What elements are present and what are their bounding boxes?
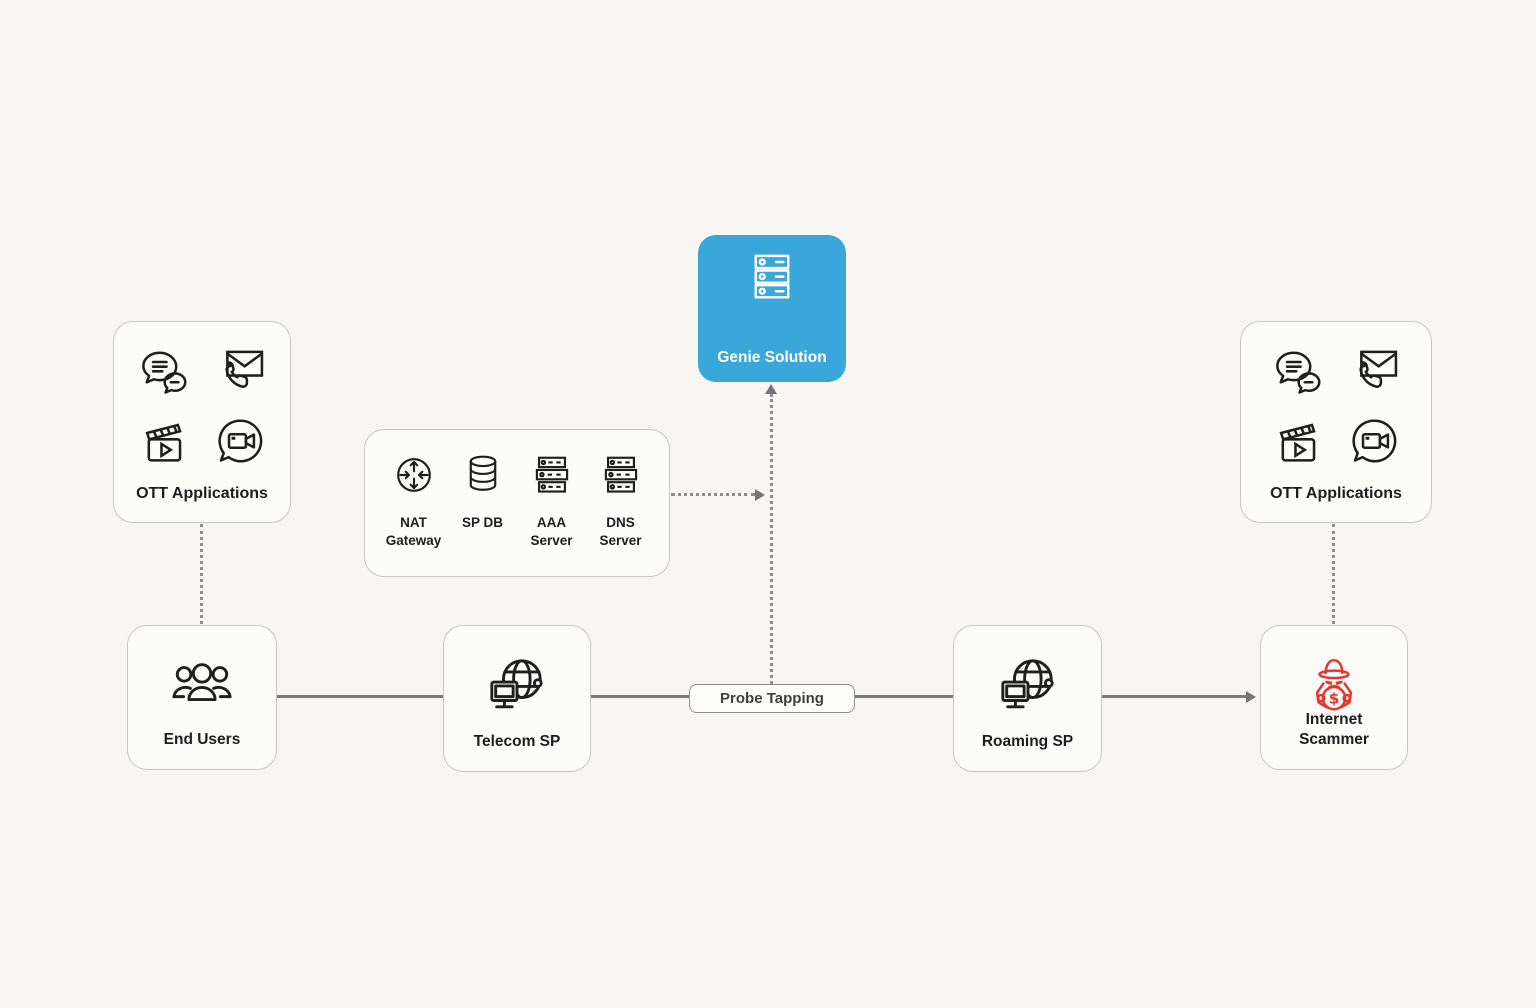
server-stack-icon — [754, 254, 790, 299]
connector-core-to-probe-line — [671, 493, 755, 496]
node-ott-applications-left: OTT Applications — [113, 321, 291, 523]
core-item-label: AAA Server — [530, 515, 573, 548]
node-label: Internet Scammer — [1299, 711, 1369, 748]
core-item-nat-gateway: NAT Gateway — [379, 452, 448, 549]
phone-mail-icon — [225, 350, 264, 388]
node-label: OTT Applications — [1270, 485, 1402, 502]
phone-mail-icon — [1359, 350, 1398, 388]
node-telecom-sp: Telecom SP — [443, 625, 591, 772]
probe-tapping-text: Probe Tapping — [720, 690, 824, 707]
video-call-icon — [1352, 419, 1397, 463]
core-item-dns-server: DNS Server — [586, 452, 655, 549]
connector-endusers-to-telecom — [277, 695, 443, 698]
connector-ott-right-to-scammer — [1332, 524, 1335, 624]
core-item-aaa-server: AAA Server — [517, 452, 586, 549]
node-roaming-sp: Roaming SP — [953, 625, 1102, 772]
chat-bubbles-icon — [1276, 351, 1321, 394]
video-call-icon — [218, 419, 263, 463]
probe-tapping-label: Probe Tapping — [689, 684, 855, 713]
connector-ott-left-to-endusers — [200, 524, 203, 624]
core-item-label: NAT Gateway — [385, 515, 442, 548]
node-label: Roaming SP — [981, 732, 1074, 750]
core-item-label: DNS Server — [599, 515, 642, 548]
connector-probe-to-genie — [770, 394, 773, 684]
core-item-sp-db: SP DB — [448, 452, 517, 532]
node-core-network-group: NAT Gateway SP DB — [364, 429, 670, 577]
ott-icon-grid — [137, 346, 267, 468]
clapperboard-icon — [145, 423, 182, 462]
users-group-icon — [172, 663, 232, 701]
node-label: Telecom SP — [473, 732, 561, 750]
globe-network-icon — [1000, 659, 1054, 709]
core-item-label: SP DB — [461, 515, 503, 530]
arrowhead-into-scammer — [1246, 691, 1256, 703]
node-label: Genie Solution — [717, 348, 827, 366]
node-genie-solution: Genie Solution — [698, 235, 846, 382]
node-label: OTT Applications — [136, 485, 268, 502]
node-end-users: End Users — [127, 625, 277, 770]
arrowhead-core-to-probe-line — [755, 489, 765, 501]
node-internet-scammer: $ Internet Scammer — [1260, 625, 1408, 770]
globe-network-icon — [490, 659, 543, 709]
chat-bubbles-icon — [142, 351, 187, 394]
server-rack-icon — [535, 456, 568, 493]
ott-icon-grid — [1271, 346, 1401, 468]
nat-gateway-icon — [396, 458, 431, 492]
node-ott-applications-right: OTT Applications — [1240, 321, 1432, 523]
server-rack-icon — [604, 456, 637, 493]
connector-roaming-to-scammer — [1102, 695, 1248, 698]
node-label: End Users — [163, 730, 241, 748]
svg-text:$: $ — [1329, 689, 1340, 707]
scammer-icon: $ — [1315, 659, 1353, 711]
database-icon — [469, 455, 496, 491]
arrowhead-into-genie — [765, 384, 777, 394]
clapperboard-icon — [1279, 423, 1316, 462]
